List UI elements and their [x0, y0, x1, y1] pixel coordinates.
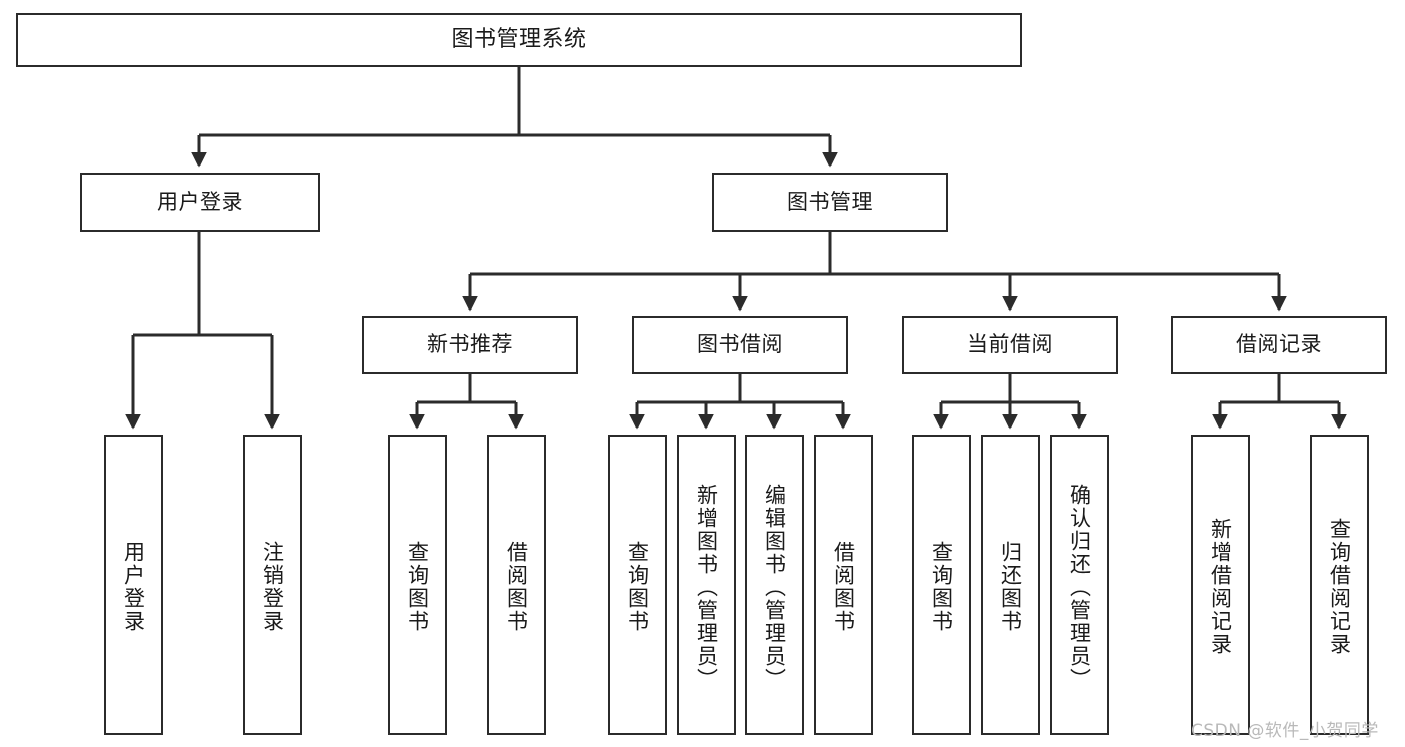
node-book-borrow[interactable]: 图书借阅 — [632, 316, 848, 374]
node-label: 借阅记录 — [1236, 332, 1322, 357]
leaf-new-book-borrow[interactable]: 借阅图书 — [487, 435, 546, 735]
node-root-book-management-system[interactable]: 图书管理系统 — [16, 13, 1022, 67]
leaf-book-borrow-edit-admin[interactable]: 编辑图书（管理员） — [745, 435, 804, 735]
node-label: 编辑图书（管理员） — [762, 483, 787, 691]
leaf-current-borrow-confirm-return-admin[interactable]: 确认归还（管理员） — [1050, 435, 1109, 735]
leaf-book-borrow-add-admin[interactable]: 新增图书（管理员） — [677, 435, 736, 735]
node-label: 新增图书（管理员） — [694, 483, 719, 691]
node-label: 用户登录 — [157, 189, 243, 214]
node-label: 新书推荐 — [427, 332, 513, 357]
leaf-book-borrow-query[interactable]: 查询图书 — [608, 435, 667, 735]
node-current-borrow[interactable]: 当前借阅 — [902, 316, 1118, 374]
node-label: 借阅图书 — [504, 541, 529, 633]
leaf-current-borrow-return[interactable]: 归还图书 — [981, 435, 1040, 735]
node-new-book-recommend[interactable]: 新书推荐 — [362, 316, 578, 374]
node-label: 确认归还（管理员） — [1067, 483, 1092, 691]
node-label: 查询图书 — [405, 541, 430, 633]
node-label: 注销登录 — [260, 541, 285, 633]
node-label: 用户登录 — [121, 541, 146, 633]
node-label: 当前借阅 — [967, 332, 1053, 357]
leaf-user-login-sign-out[interactable]: 注销登录 — [243, 435, 302, 735]
node-label: 归还图书 — [998, 541, 1023, 633]
node-label: 查询图书 — [625, 541, 650, 633]
node-label: 图书管理 — [787, 189, 873, 214]
leaf-user-login-sign-in[interactable]: 用户登录 — [104, 435, 163, 735]
leaf-borrow-record-query[interactable]: 查询借阅记录 — [1310, 435, 1369, 735]
leaf-book-borrow-borrow[interactable]: 借阅图书 — [814, 435, 873, 735]
watermark-text: CSDN @软件_小贺同学 — [1191, 721, 1379, 741]
leaf-borrow-record-add[interactable]: 新增借阅记录 — [1191, 435, 1250, 735]
node-label: 新增借阅记录 — [1208, 518, 1233, 656]
node-label: 图书借阅 — [697, 332, 783, 357]
node-label: 查询借阅记录 — [1327, 518, 1352, 656]
node-label: 图书管理系统 — [451, 27, 587, 53]
node-borrow-record[interactable]: 借阅记录 — [1171, 316, 1387, 374]
leaf-current-borrow-query[interactable]: 查询图书 — [912, 435, 971, 735]
leaf-new-book-query[interactable]: 查询图书 — [388, 435, 447, 735]
node-user-login[interactable]: 用户登录 — [80, 173, 320, 232]
node-label: 查询图书 — [929, 541, 954, 633]
node-label: 借阅图书 — [831, 541, 856, 633]
node-book-management[interactable]: 图书管理 — [712, 173, 948, 232]
